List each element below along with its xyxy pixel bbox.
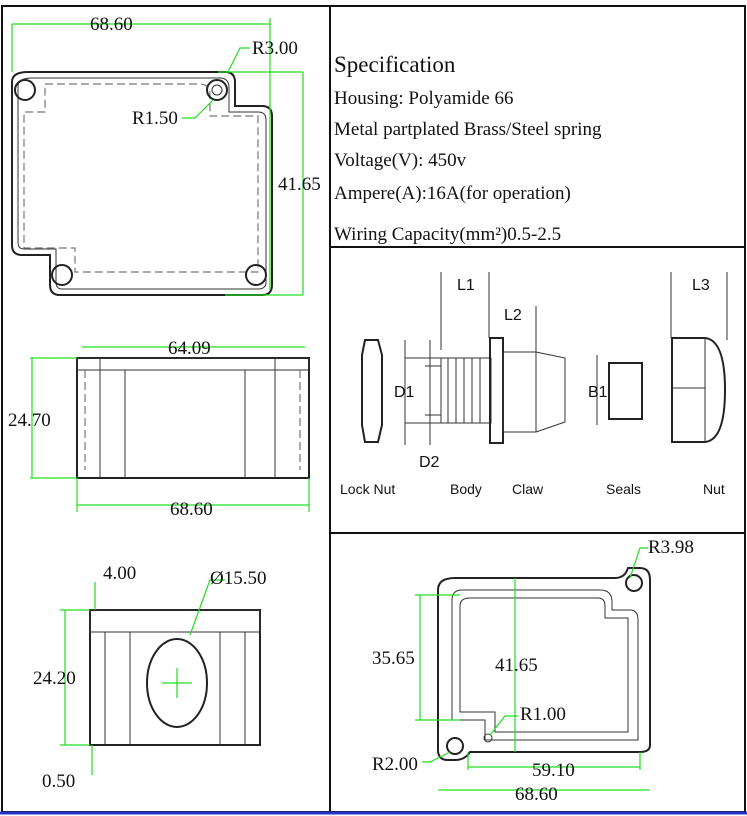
part-label-nut: Nut — [703, 481, 725, 497]
bottom-hole-radius-dim: R2.00 — [372, 754, 418, 775]
end-offset-dim: 0.50 — [42, 771, 75, 792]
dim-d1: D1 — [394, 384, 415, 401]
part-label-body: Body — [450, 481, 482, 497]
bottom-inner-height-dim: 35.65 — [372, 648, 415, 669]
top-hole-radius-dim: R1.50 — [132, 108, 178, 129]
dim-l2: L2 — [504, 307, 522, 324]
spec-ampere: Ampere(A):16A(for operation) — [334, 183, 571, 204]
bottom-width-dim: 68.60 — [515, 784, 558, 805]
part-label-claw: Claw — [512, 481, 544, 497]
bottom-height-dim: 41.65 — [495, 655, 538, 676]
top-width-dim: 68.60 — [90, 14, 133, 35]
bottom-corner-radius-dim: R3.98 — [648, 537, 694, 558]
top-height-dim: 41.65 — [278, 174, 321, 195]
end-view — [60, 579, 261, 775]
spec-metal-parts: Metal partplated Brass/Steel spring — [334, 119, 602, 140]
spec-title: Specification — [334, 52, 456, 77]
side-height-dim: 24.70 — [8, 410, 51, 431]
spec-wiring-capacity: Wiring Capacity(mm²)0.5-2.5 — [334, 224, 562, 245]
bottom-view — [415, 547, 651, 791]
bottom-small-radius-dim: R1.00 — [520, 704, 566, 725]
end-height-dim: 24.20 — [33, 668, 76, 689]
cable-gland-parts — [361, 272, 728, 445]
spec-housing: Housing: Polyamide 66 — [334, 88, 514, 109]
dim-d2: D2 — [419, 454, 440, 471]
end-flange-dim: 4.00 — [103, 563, 136, 584]
side-view — [30, 346, 310, 512]
part-label-lock-nut: Lock Nut — [340, 481, 395, 497]
side-outer-width-dim: 68.60 — [170, 499, 213, 520]
end-hole-diameter-dim: Ø15.50 — [210, 568, 266, 589]
bottom-inner-width-dim: 59.10 — [532, 760, 575, 781]
dim-l3: L3 — [692, 277, 710, 294]
dim-l1: L1 — [457, 277, 475, 294]
side-inner-width-dim: 64.09 — [168, 338, 211, 359]
top-corner-radius-dim: R3.00 — [252, 38, 298, 59]
dim-b1: B1 — [588, 384, 608, 401]
part-label-seals: Seals — [606, 481, 641, 497]
top-view — [11, 18, 304, 296]
spec-voltage: Voltage(V): 450v — [334, 150, 467, 171]
